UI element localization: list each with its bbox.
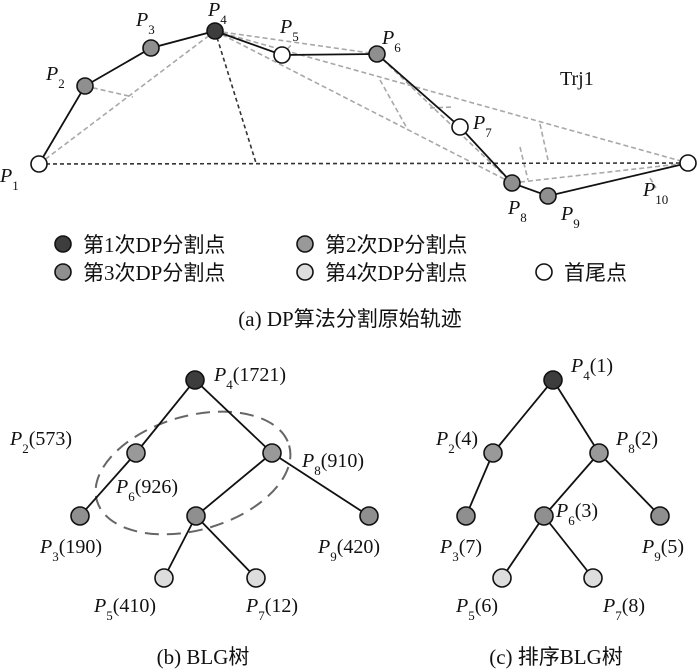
blg-label-p6: P6(926) <box>115 476 178 504</box>
blg-label-p8: P8(910) <box>301 450 364 478</box>
legend-marker-first <box>54 235 72 253</box>
label-p10: P10 <box>642 179 668 207</box>
trajectory-point-p8 <box>503 174 521 192</box>
blg-node-p9 <box>359 506 379 526</box>
sorted-label-p7: P7(8) <box>602 595 645 623</box>
blg-label-p2: P2(573) <box>9 428 72 456</box>
trajectory-point-labels: P1 P2 P3 P4 P5 P6 P7 P8 P9 P10 <box>0 0 668 231</box>
label-p4: P4 <box>207 0 227 27</box>
legend-label-endpoint: 首尾点 <box>564 261 627 285</box>
blg-tree-edges <box>79 379 370 579</box>
legend-marker-third <box>54 263 72 281</box>
sorted-node-p2 <box>483 443 503 463</box>
blg-node-p5 <box>154 568 174 588</box>
legend-label-second: 第2次DP分割点 <box>325 233 467 257</box>
dp-construction-lines <box>38 30 689 197</box>
sorted-tree-nodes <box>456 370 670 588</box>
trajectory-name: Trj1 <box>560 68 594 90</box>
sorted-node-p6 <box>534 506 554 526</box>
caption-a: (a) DP算法分割原始轨迹 <box>238 307 461 331</box>
label-p2: P2 <box>45 63 65 91</box>
label-p6: P6 <box>381 27 401 55</box>
blg-label-p3: P3(190) <box>39 536 102 564</box>
sorted-tree-edges <box>465 379 661 579</box>
label-p5: P5 <box>279 16 299 44</box>
panel-c-sorted-blg-tree: P4(1) P2(4) P8(2) P6(3) P3(7) P9(5) P5(6… <box>435 355 684 669</box>
trajectory-point-p5 <box>273 46 291 64</box>
blg-node-p8 <box>262 443 282 463</box>
sorted-node-p9 <box>650 506 670 526</box>
legend-marker-endpoint <box>535 263 553 281</box>
trajectory-point-p4 <box>206 22 224 40</box>
trajectory-point-p1 <box>30 155 48 173</box>
sorted-tree-labels: P4(1) P2(4) P8(2) P6(3) P3(7) P9(5) P5(6… <box>435 355 684 623</box>
sorted-label-p9: P9(5) <box>641 536 684 564</box>
legend-label-first: 第1次DP分割点 <box>83 233 225 257</box>
sorted-label-p3: P3(7) <box>439 536 482 564</box>
panel-b-blg-tree: P4(1721) P2(573) P8(910) P6(926) P3(190)… <box>9 364 380 669</box>
sorted-node-p5 <box>492 568 512 588</box>
legend-label-third: 第3次DP分割点 <box>83 261 225 285</box>
sorted-node-p8 <box>589 443 609 463</box>
blg-tree-labels: P4(1721) P2(573) P8(910) P6(926) P3(190)… <box>9 364 380 623</box>
blg-node-p4 <box>185 370 205 390</box>
subtree-highlight-ellipse <box>94 410 292 536</box>
label-p3: P3 <box>135 9 155 37</box>
blg-label-p7: P7(12) <box>245 595 298 623</box>
sorted-label-p5: P5(6) <box>455 595 498 623</box>
label-p8: P8 <box>507 197 527 225</box>
sorted-label-p6: P6(3) <box>555 500 598 528</box>
panel-a-trajectory: P1 P2 P3 P4 P5 P6 P7 P8 P9 P10 Trj1 第1次D… <box>0 0 697 331</box>
sorted-node-p3 <box>456 506 476 526</box>
sorted-node-p7 <box>583 568 603 588</box>
trajectory-polyline <box>38 30 689 197</box>
dp-first-split-lines <box>38 30 689 165</box>
sorted-label-p4: P4(1) <box>570 355 613 383</box>
trajectory-point-p2 <box>76 77 94 95</box>
trajectory-point-p9 <box>539 187 557 205</box>
blg-node-p2 <box>126 443 146 463</box>
legend-marker-second <box>296 235 314 253</box>
trajectory-point-p6 <box>368 45 386 63</box>
blg-label-p5: P5(410) <box>93 595 156 623</box>
blg-label-p9: P9(420) <box>317 536 380 564</box>
legend: 第1次DP分割点 第2次DP分割点 第3次DP分割点 第4次DP分割点 首尾点 <box>54 233 627 285</box>
caption-c: (c) 排序BLG树 <box>489 645 623 669</box>
trajectory-point-p7 <box>451 118 469 136</box>
label-p1: P1 <box>0 165 19 193</box>
blg-label-p4: P4(1721) <box>213 364 286 392</box>
sorted-node-p4 <box>543 370 563 390</box>
legend-marker-fourth <box>296 263 314 281</box>
caption-b: (b) BLG树 <box>157 645 250 669</box>
blg-node-p7 <box>246 568 266 588</box>
blg-node-p6 <box>186 506 206 526</box>
label-p7: P7 <box>472 112 492 140</box>
blg-tree-nodes <box>70 370 379 588</box>
label-p9: P9 <box>560 203 580 231</box>
blg-node-p3 <box>70 506 90 526</box>
sorted-label-p2: P2(4) <box>435 428 478 456</box>
trajectory-point-p10 <box>679 154 697 172</box>
sorted-label-p8: P8(2) <box>615 428 658 456</box>
legend-label-fourth: 第4次DP分割点 <box>325 261 467 285</box>
trajectory-points <box>30 22 697 205</box>
trajectory-point-p3 <box>142 39 160 57</box>
